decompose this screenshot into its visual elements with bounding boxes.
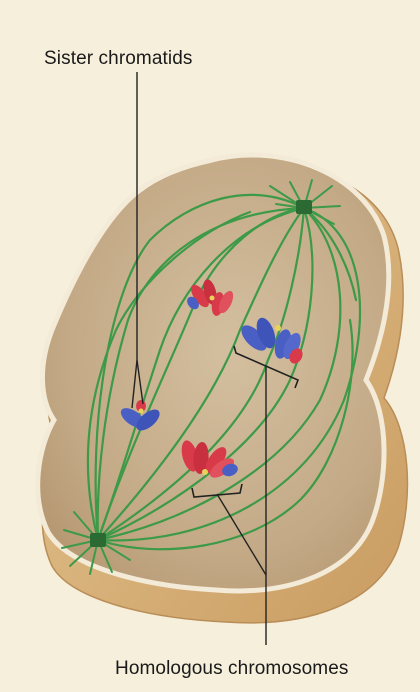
- sister-chromatids-label: Sister chromatids: [44, 48, 192, 70]
- homologous-chromosomes-label: Homologous chromosomes: [115, 658, 348, 680]
- cell-body: [38, 155, 389, 591]
- centrosome-top: [296, 200, 312, 214]
- centrosome-bottom: [90, 533, 106, 547]
